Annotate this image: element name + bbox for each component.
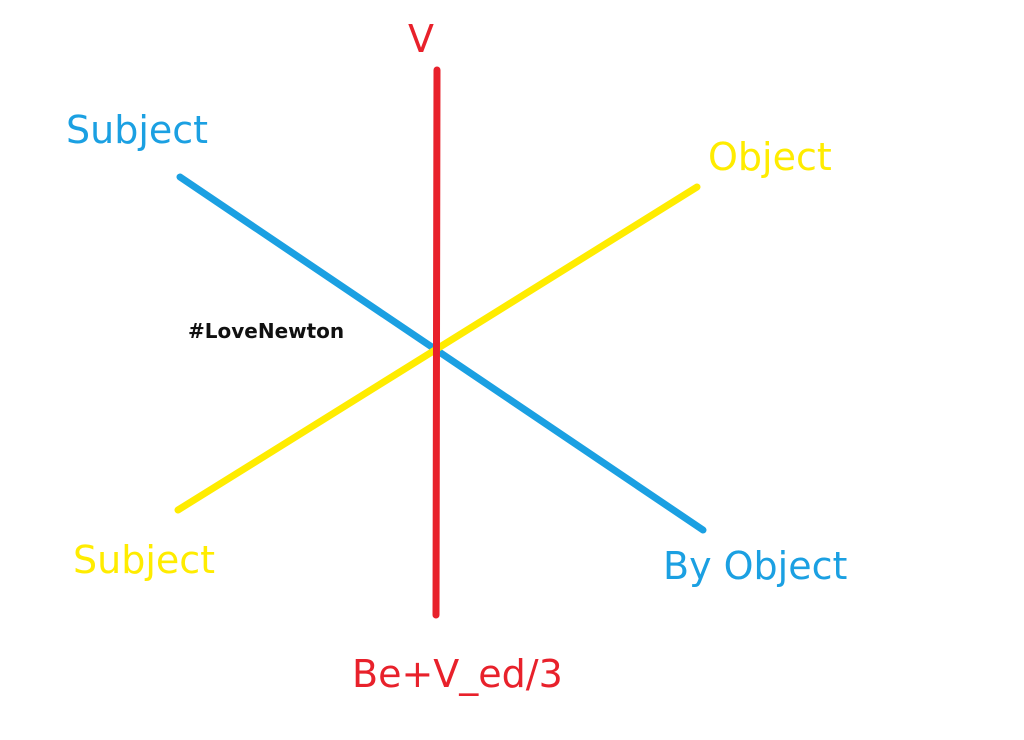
active-object-label: Object [708, 135, 832, 179]
by-object-label: By Object [663, 544, 848, 588]
passive-subject-label: Subject [73, 538, 216, 582]
red-verb-line [432, 66, 441, 619]
active-subject-label: Subject [66, 108, 209, 152]
hashtag-label: #LoveNewton [188, 319, 345, 343]
passive-verb-label: Be+V_ed/3 [352, 652, 563, 696]
blue-line [176, 173, 707, 534]
verb-label: V [408, 17, 434, 61]
